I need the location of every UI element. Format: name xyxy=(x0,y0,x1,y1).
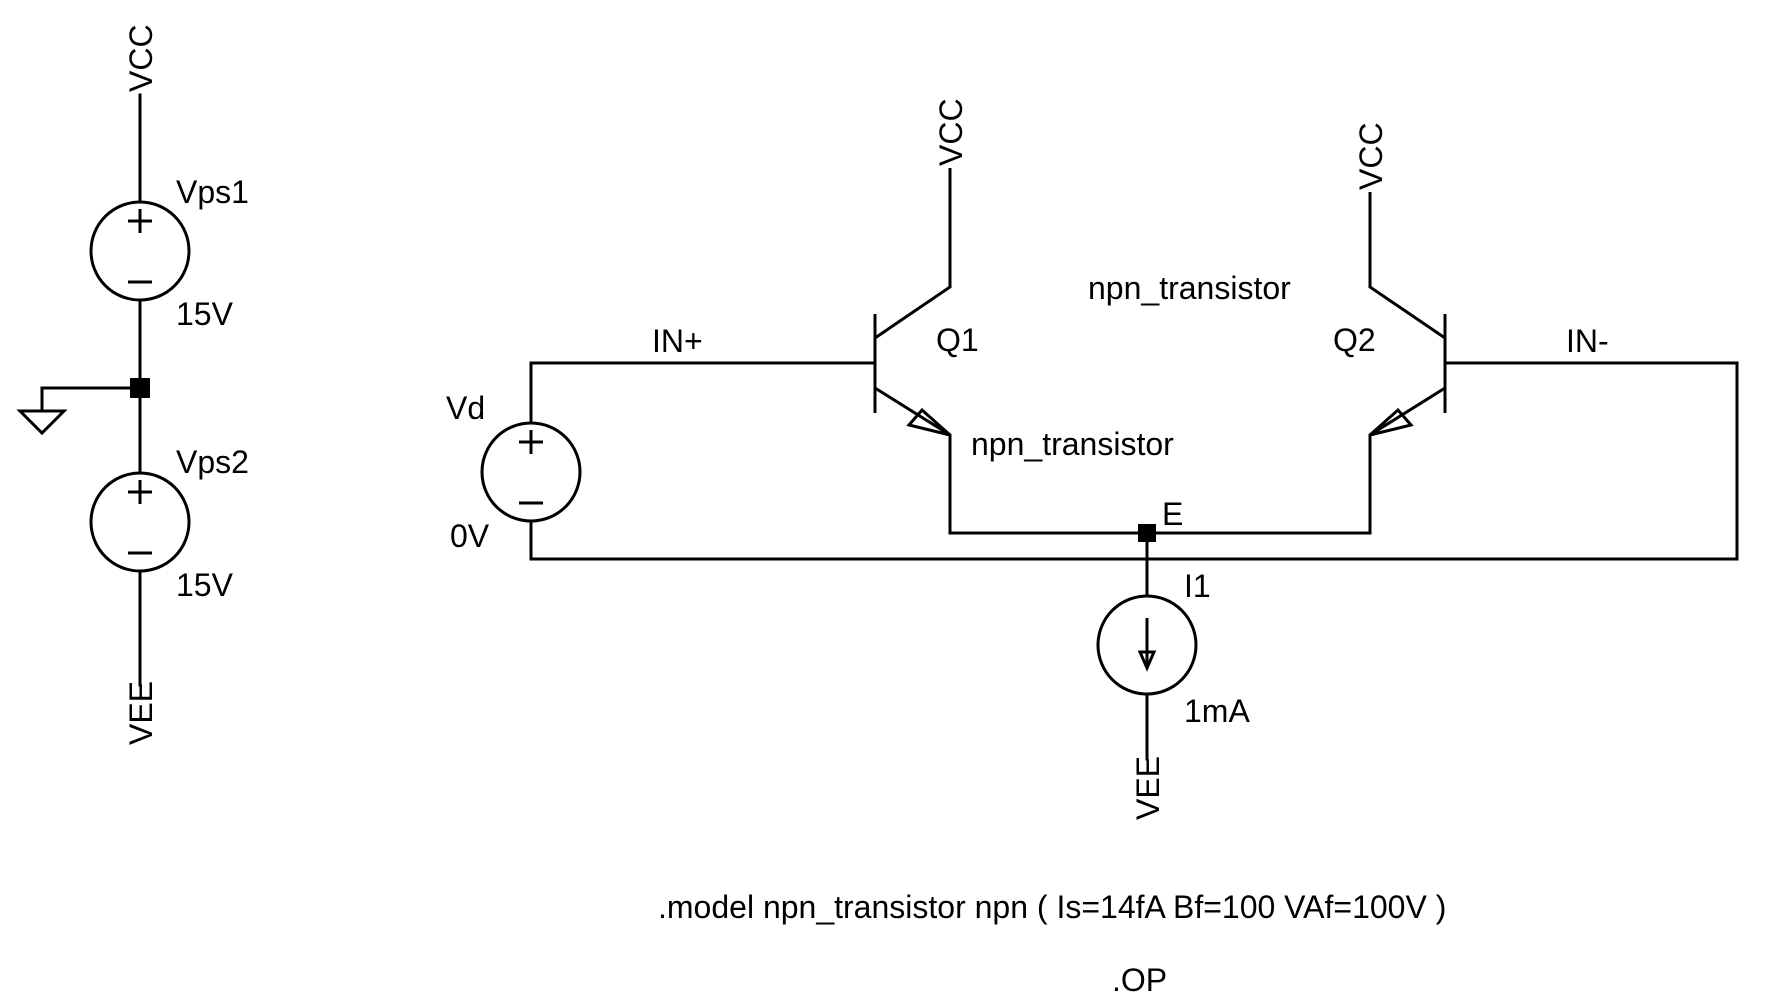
transistor-q2 xyxy=(1368,192,1447,533)
op-directive: .OP xyxy=(1112,962,1167,998)
q2-emitter-arrow-icon xyxy=(1369,407,1414,437)
vd-value-label: 0V xyxy=(450,518,490,554)
vps1-value-label: 15V xyxy=(176,296,234,332)
net-label-in-plus: IN+ xyxy=(652,323,703,359)
q2-name-label: Q2 xyxy=(1333,322,1376,358)
supply-section: VCC Vps1 15V Vps2 15V VEE xyxy=(16,24,249,745)
net-label-in-minus: IN- xyxy=(1566,323,1609,359)
q1-model-label: npn_transistor xyxy=(971,426,1174,462)
voltage-source-vd xyxy=(480,421,582,523)
transistor-q1 xyxy=(873,168,952,533)
ground-icon xyxy=(16,409,68,436)
tail-section: E I1 1mA VEE xyxy=(948,496,1372,820)
net-label-vee-i1: VEE xyxy=(1130,756,1166,820)
q1-name-label: Q1 xyxy=(936,322,979,358)
wire-in-plus xyxy=(529,361,877,425)
i1-value-label: 1mA xyxy=(1184,693,1250,729)
q1-collector xyxy=(874,168,952,340)
net-label-vcc-q1: VCC xyxy=(933,98,969,166)
vd-name-label: Vd xyxy=(446,390,485,426)
vps2-name-label: Vps2 xyxy=(176,444,249,480)
q1-emitter-arrow-icon xyxy=(906,407,951,437)
q1-emitter xyxy=(874,386,952,533)
wire-ground xyxy=(40,386,142,413)
net-label-vcc-q2: VCC xyxy=(1353,122,1389,190)
q2-collector xyxy=(1368,192,1446,340)
q2-emitter xyxy=(1368,386,1446,533)
net-label-vcc-supply: VCC xyxy=(123,24,159,92)
current-source-i1 xyxy=(1096,594,1198,696)
q2-model-label: npn_transistor xyxy=(1088,270,1291,306)
net-label-emitter-node: E xyxy=(1162,496,1183,532)
diff-source-section: Vd 0V IN+ IN- xyxy=(446,323,1739,561)
voltage-source-vps2 xyxy=(89,471,191,573)
wire-vd-bottom xyxy=(529,361,1739,561)
voltage-source-vps1 xyxy=(89,200,191,302)
vps2-value-label: 15V xyxy=(176,567,234,603)
i1-name-label: I1 xyxy=(1184,568,1211,604)
net-label-vee-supply: VEE xyxy=(123,681,159,745)
model-directive: .model npn_transistor npn ( Is=14fA Bf=1… xyxy=(658,889,1446,925)
vps1-name-label: Vps1 xyxy=(176,174,249,210)
